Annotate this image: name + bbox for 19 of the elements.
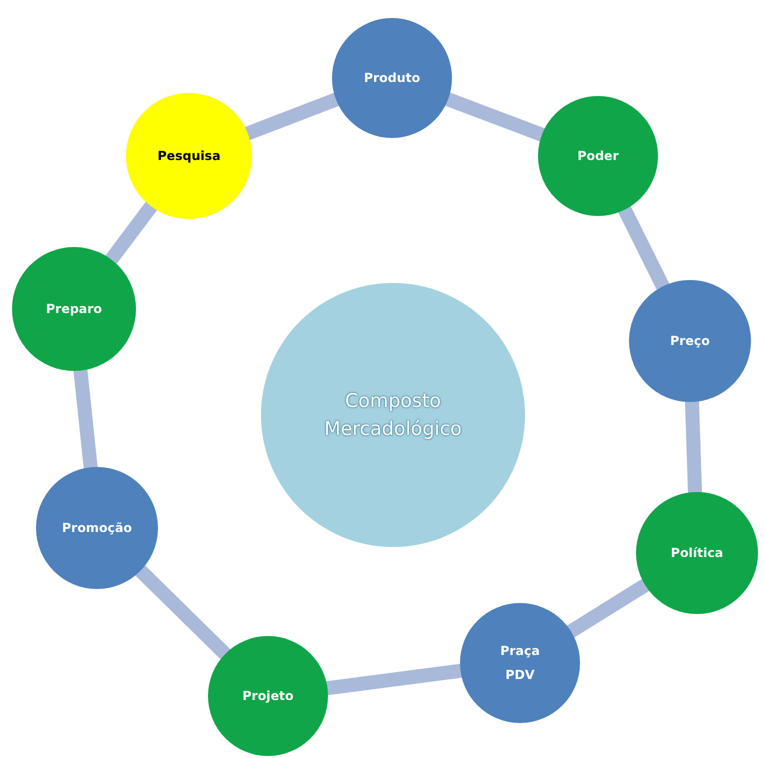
connector-bar bbox=[104, 200, 158, 266]
connector-bar bbox=[243, 92, 340, 141]
circle-label: Política bbox=[670, 544, 724, 562]
connector-bar bbox=[324, 664, 464, 696]
connector-bar bbox=[73, 368, 98, 470]
connector-bar bbox=[566, 578, 651, 638]
circle-label: Preparo bbox=[46, 300, 102, 318]
connector-bar bbox=[618, 204, 670, 292]
connector-bar bbox=[444, 92, 546, 142]
connector-bar bbox=[134, 564, 232, 660]
connector-bar bbox=[684, 400, 702, 494]
circle-label: Produto bbox=[364, 69, 420, 88]
circle-label: Composto Mercadológico bbox=[323, 388, 463, 442]
circle-label: Projeto bbox=[242, 687, 294, 706]
circle-label: Promoção bbox=[62, 519, 132, 538]
circle-label: Praça PDV bbox=[499, 642, 541, 684]
circle-label: Preço bbox=[670, 332, 710, 350]
circle-label: Poder bbox=[577, 147, 619, 166]
circle-label: Pesquisa bbox=[157, 147, 221, 166]
